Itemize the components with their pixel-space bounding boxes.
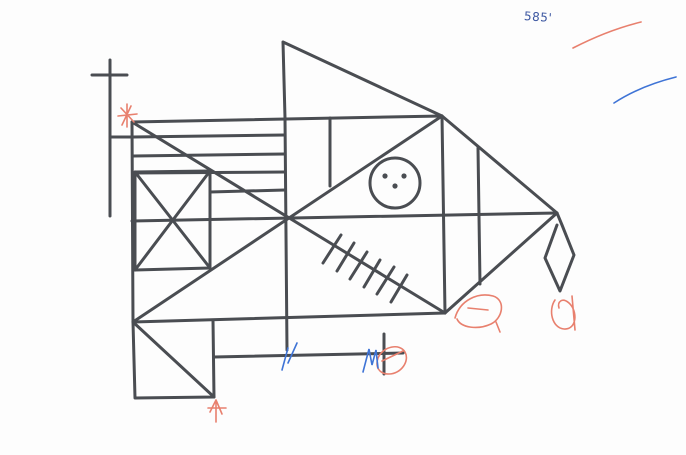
- circle: [368, 156, 422, 210]
- diamond: [543, 211, 576, 293]
- red-scribble-bottom: [376, 345, 408, 375]
- vertical-midline: [283, 116, 289, 352]
- red-pen-stroke: [572, 21, 642, 49]
- top-triangle: [281, 40, 444, 120]
- lower-left-square-diagonal: [131, 320, 216, 399]
- blue-mark-left: [281, 342, 298, 371]
- right-triangle-vertical: [476, 146, 482, 286]
- handwritten-note: 585': [523, 9, 553, 25]
- circle-dot-1: [382, 173, 388, 179]
- left-box-x-2: [133, 169, 212, 272]
- horizontal-midline: [130, 211, 559, 223]
- blue-mark-right: [362, 348, 379, 373]
- bottom-line: [212, 351, 405, 359]
- red-scribble-right: [550, 295, 576, 331]
- parallel-line-4: [208, 188, 287, 194]
- parallel-line-1: [131, 133, 287, 139]
- circle-dot-2: [401, 173, 407, 179]
- blue-pen-stroke: [613, 76, 677, 104]
- blue-annotations: [281, 342, 379, 373]
- hatch-lines: [321, 233, 409, 304]
- circle-dot-3: [392, 183, 398, 189]
- figure-main-lines: [90, 40, 576, 400]
- red-asterisk-mark: [117, 103, 138, 128]
- lower-left-square: [131, 318, 216, 400]
- red-mark-bottom-left: [207, 399, 227, 423]
- red-scribble-center: [454, 294, 503, 329]
- red-mark-center-tail: [495, 321, 501, 333]
- red-annotations: [117, 103, 576, 423]
- parallel-line-2: [131, 152, 287, 158]
